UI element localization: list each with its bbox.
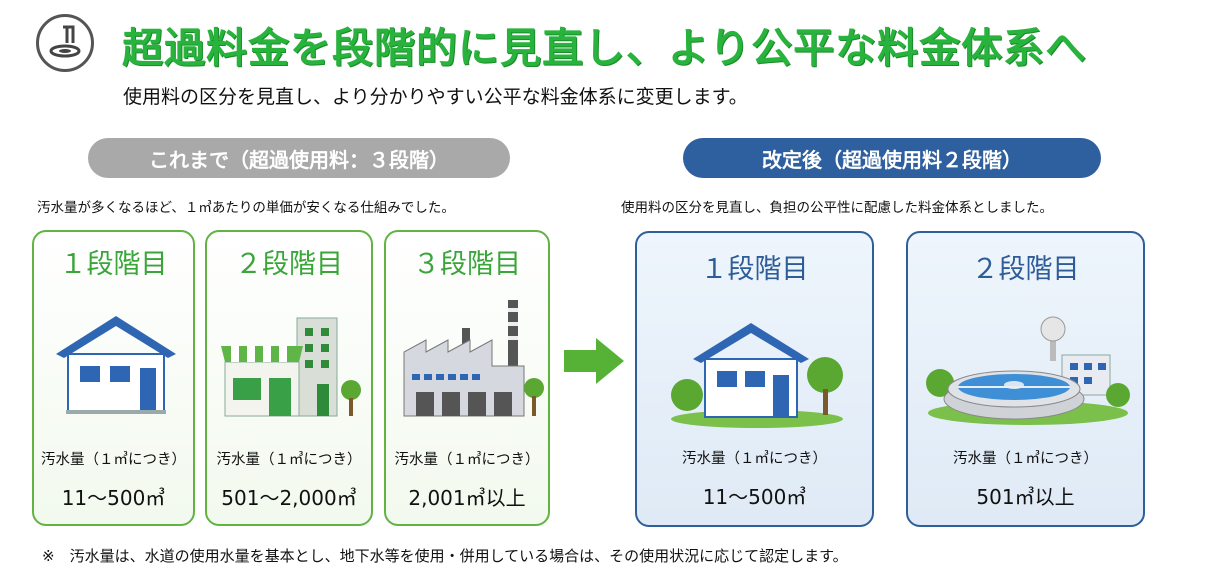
page-title: 超過料金を段階的に見直し、より公平な料金体系へ <box>122 24 1088 72</box>
after-note: 使用料の区分を見直し、負担の公平性に配慮した料金体系としました。 <box>621 200 1053 216</box>
stage-title: ２段階目 <box>971 254 1080 285</box>
after-section-label: 改定後（超過使用料２段階） <box>683 138 1101 178</box>
factory-icon <box>403 300 544 417</box>
before-section-label: これまで（超過使用料：３段階） <box>88 138 510 178</box>
footnote: ※ 汚水量は、水道の使用水量を基本とし、地下水等を使用・併用している場合は、その… <box>42 547 848 565</box>
stage-title: １段階目 <box>700 254 809 285</box>
usage-range: 501㎥以上 <box>976 485 1075 509</box>
usage-label: 汚水量（１㎥につき） <box>41 452 186 468</box>
usage-label: 汚水量（１㎥につき） <box>953 451 1098 467</box>
arrow-right-icon <box>564 338 624 384</box>
before-stage-2-card: ２段階目 汚水量（１㎥につき） 501～2,000㎥ <box>205 230 373 526</box>
house-icon <box>56 316 176 414</box>
after-stage-1-card: １段階目 汚水量（１㎥につき） 11～500㎥ <box>635 231 874 527</box>
house-icon <box>671 323 843 428</box>
before-note: 汚水量が多くなるほど、１㎥あたりの単価が安くなる仕組みでした。 <box>37 200 455 216</box>
usage-label: 汚水量（１㎥につき） <box>394 452 540 468</box>
stage-title: １段階目 <box>59 249 168 280</box>
after-stage-2-card: ２段階目 汚水量（１㎥につき） 501㎥以上 <box>906 231 1145 527</box>
usage-range: 501～2,000㎥ <box>221 486 357 510</box>
usage-range: 11～500㎥ <box>61 486 166 510</box>
shop-icon <box>221 317 361 417</box>
usage-range: 11～500㎥ <box>702 485 807 509</box>
page-subtitle: 使用料の区分を見直し、より分かりやすい公平な料金体系に変更します。 <box>123 86 748 108</box>
before-stage-1-card: １段階目 汚水量（１㎥につき） 11～500㎥ <box>32 230 195 526</box>
stage-title: ２段階目 <box>235 249 343 280</box>
stage-title: ３段階目 <box>413 249 521 280</box>
usage-range: 2,001㎥以上 <box>408 486 526 510</box>
usage-label: 汚水量（１㎥につき） <box>682 451 827 467</box>
treatment-plant-icon <box>926 316 1130 425</box>
drain-icon <box>36 14 94 72</box>
before-stage-3-card: ３段階目 汚水量（１㎥につき） 2,001㎥以上 <box>384 230 550 526</box>
usage-label: 汚水量（１㎥につき） <box>216 452 362 468</box>
